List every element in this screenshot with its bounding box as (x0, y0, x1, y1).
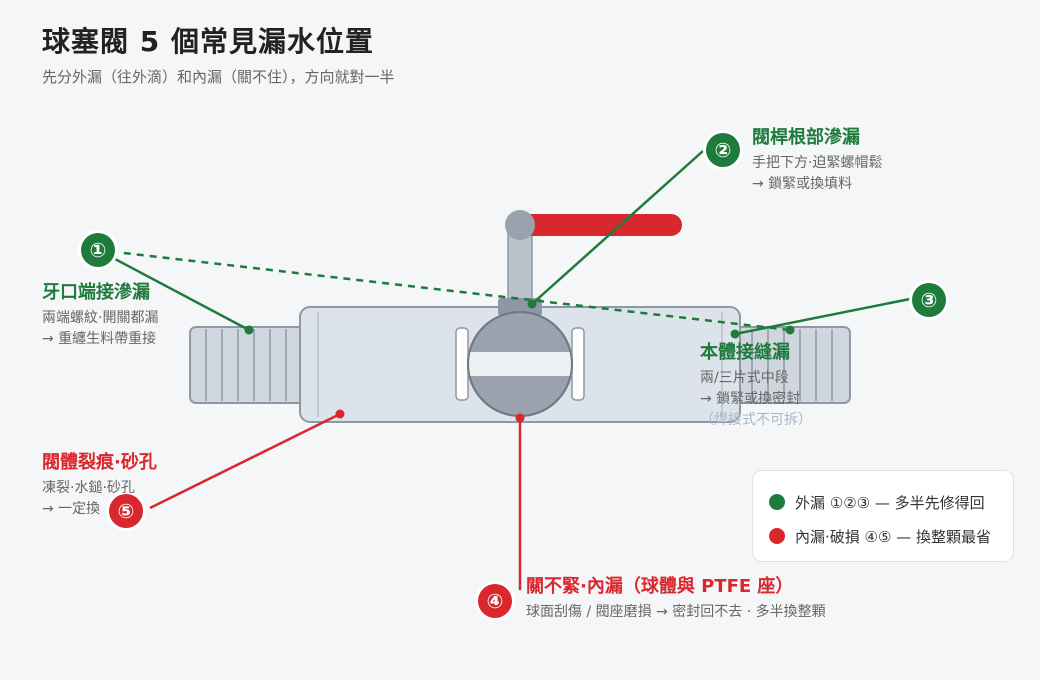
legend-dot-internal (769, 528, 785, 544)
legend-dot-external (769, 494, 785, 510)
callout-3-line-2: → 鎖緊或換密封 (700, 391, 801, 407)
callout-2-line-1: 手把下方·迫緊螺帽鬆 (752, 155, 883, 171)
right-seat (571, 327, 585, 401)
legend: 外漏 ①②③ — 多半先修得回 內漏·破損 ④⑤ — 換整顆最省 (752, 470, 1014, 562)
callout-4-line-1: 球面刮傷 / 閥座磨損 → 密封回不去 · 多半換整顆 (526, 604, 826, 620)
callout-body-seam-leak: 本體接縫漏 兩/三片式中段 → 鎖緊或換密封 （焊接式不可拆） (700, 341, 812, 431)
callout-1-line-2: → 重纏生料帶重接 (42, 331, 157, 347)
callout-2-line-2: → 鎖緊或換填料 (752, 176, 853, 192)
leader-2-stem (531, 150, 704, 305)
callout-4-title: 關不緊·內漏（球體與 PTFE 座） (526, 576, 794, 597)
marker-4: ④ (478, 584, 512, 618)
callout-1-title: 牙口端接滲漏 (42, 282, 150, 303)
callout-5-line-2: → 一定換 (42, 501, 101, 517)
leader-5-crack (149, 412, 341, 510)
marker-3: ③ (912, 283, 946, 317)
callout-2-title: 閥桿根部滲漏 (752, 127, 860, 148)
marker-2: ② (706, 133, 740, 167)
marker-1: ① (81, 233, 115, 267)
legend-row-external: 外漏 ①②③ — 多半先修得回 (769, 492, 985, 513)
right-threaded-end (734, 326, 851, 404)
callout-3-title: 本體接縫漏 (700, 342, 790, 363)
left-seat (455, 327, 469, 401)
page-subtitle: 先分外漏（往外滴）和內漏（關不住），方向就對一半 (42, 68, 395, 86)
callout-stem-leak: 閥桿根部滲漏 手把下方·迫緊螺帽鬆 → 鎖緊或換填料 (752, 126, 882, 195)
page-title: 球塞閥 5 個常見漏水位置 (42, 25, 374, 58)
leader-1-thread (97, 248, 250, 332)
callout-3-line-1: 兩/三片式中段 (700, 370, 789, 386)
marker-5: ⑤ (109, 494, 143, 528)
callout-5-title: 閥體裂痕·砂孔 (42, 452, 157, 473)
left-threaded-end (189, 326, 306, 404)
callout-body-crack: 閥體裂痕·砂孔 凍裂·水鎚·砂孔 → 一定換 (42, 451, 157, 520)
legend-label-external: 外漏 ①②③ — 多半先修得回 (795, 494, 985, 512)
handle-pivot (505, 210, 535, 240)
callout-thread-leak: 牙口端接滲漏 兩端螺紋·開關都漏 → 重纏生料帶重接 (42, 281, 158, 350)
callout-3-line-3: （焊接式不可拆） (700, 412, 812, 428)
leader-3-seam (734, 297, 911, 336)
callout-5-line-1: 凍裂·水鎚·砂孔 (42, 480, 135, 496)
valve-handle (520, 214, 682, 236)
legend-row-internal: 內漏·破損 ④⑤ — 換整顆最省 (769, 526, 991, 547)
callout-internal-leak: 關不緊·內漏（球體與 PTFE 座） 球面刮傷 / 閥座磨損 → 密封回不去 ·… (526, 575, 826, 623)
legend-label-internal: 內漏·破損 ④⑤ — 換整顆最省 (795, 528, 991, 546)
ball-bore (468, 352, 572, 376)
callout-1-line-1: 兩端螺紋·開關都漏 (42, 310, 159, 326)
